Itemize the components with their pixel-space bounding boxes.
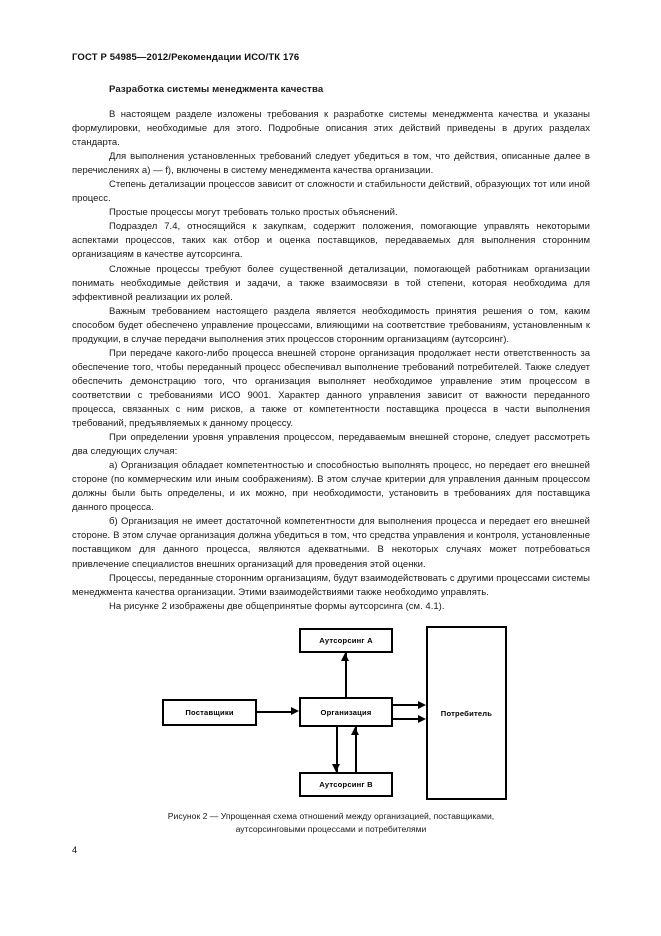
paragraph: Простые процессы могут требовать только … <box>109 207 398 219</box>
paragraph: Сложные процессы требуют более существен… <box>72 263 590 303</box>
paragraph: При передаче какого-либо процесса внешне… <box>72 347 590 430</box>
figure-caption-line-1: Рисунок 2 — Упрощенная схема отношений м… <box>167 811 495 821</box>
arrowhead-organization-to-customer-lower <box>418 714 426 723</box>
arrowhead-organization-to-customer-upper <box>418 700 426 709</box>
diagram-box-suppliers: Поставщики <box>162 699 257 726</box>
page-content: Разработка системы менеджмента качества … <box>72 84 590 614</box>
figure-caption: Рисунок 2 — Упрощенная схема отношений м… <box>72 810 590 836</box>
connector-suppliers-to-organization <box>257 711 291 713</box>
paragraph: На рисунке 2 изображены две общепринятые… <box>109 600 445 612</box>
diagram-box-organization: Организация <box>299 697 393 727</box>
paragraph: Степень детализации процессов зависит от… <box>72 179 590 205</box>
running-head: ГОСТ Р 54985—2012/Рекомендации ИСО/ТК 17… <box>72 52 300 63</box>
figure-caption-line-2: аутсорсинговыми процессами и потребителя… <box>235 824 427 834</box>
paragraph: В настоящем разделе изложены требования … <box>72 109 590 149</box>
paragraph-list-item-b: б) Организация не имеет достаточной комп… <box>72 516 590 570</box>
figure-2-diagram: Аутсорсинг А Поставщики Организация Аутс… <box>72 622 590 802</box>
section-title: Разработка системы менеджмента качества <box>109 84 324 95</box>
paragraph-list-item-a: а) Организация обладает компетентностью … <box>72 460 590 514</box>
arrowhead-outsourcing-b-to-organization <box>351 727 359 735</box>
arrowhead-organization-to-outsourcing-a <box>341 653 349 661</box>
connector-organization-to-customer-upper <box>393 704 421 706</box>
paragraph: При определении уровня управления процес… <box>72 432 590 458</box>
arrowhead-organization-to-outsourcing-b <box>332 764 340 772</box>
page-number: 4 <box>72 845 78 855</box>
paragraph: Подраздел 7.4, относящийся к закупкам, с… <box>72 221 590 261</box>
diagram-box-outsourcing-a: Аутсорсинг А <box>299 628 393 653</box>
paragraph: Процессы, переданные сторонним организац… <box>72 572 590 598</box>
arrowhead-suppliers-to-organization <box>291 707 299 715</box>
paragraph: Для выполнения установленных требований … <box>72 151 590 177</box>
connector-organization-to-customer-lower <box>393 718 421 720</box>
connector-outsourcing-b-to-organization <box>355 727 357 772</box>
diagram-box-customer: Потребитель <box>426 626 507 800</box>
connector-organization-to-outsourcing-b <box>336 727 338 772</box>
diagram-box-outsourcing-b: Аутсорсинг В <box>299 772 393 797</box>
connector-organization-to-outsourcing-a <box>345 653 347 697</box>
paragraph: Важным требованием настоящего раздела яв… <box>72 305 590 345</box>
